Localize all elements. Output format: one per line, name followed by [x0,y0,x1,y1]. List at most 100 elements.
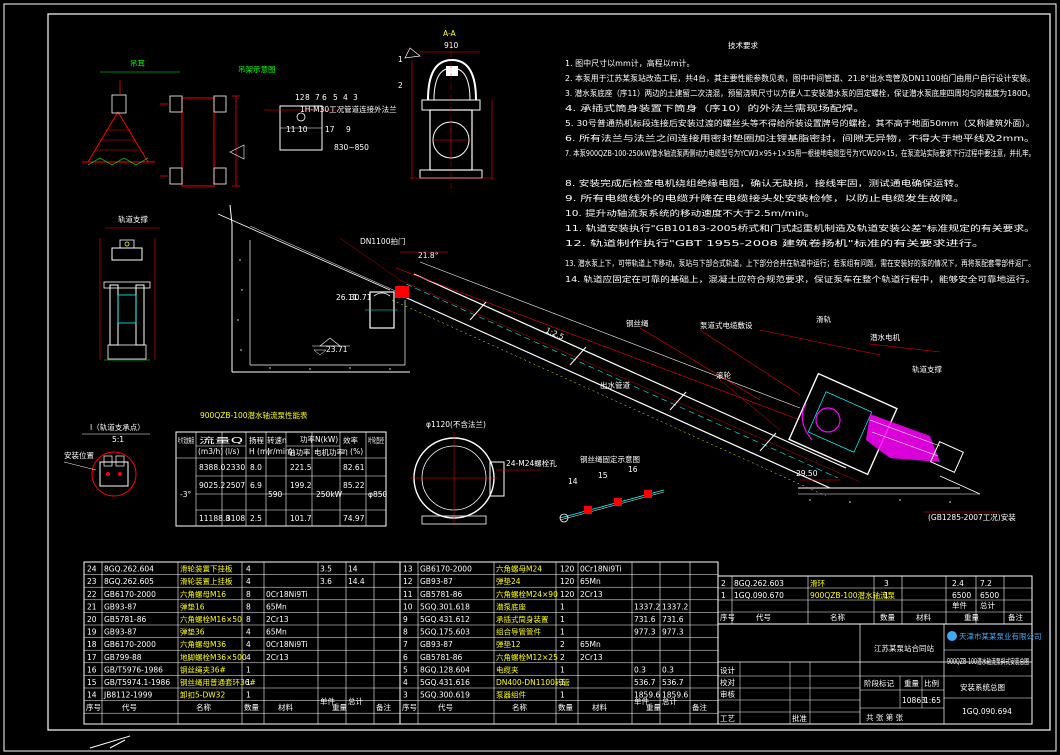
bom-material: 65Mn [266,628,287,637]
svg-text:74.97: 74.97 [343,514,365,523]
svg-text:6. 所有法兰与法兰之间连接用密封垫圈加注锂基脂密封，间隙无: 6. 所有法兰与法兰之间连接用密封垫圈加注锂基脂密封，间隙无异物，不得大于地平线… [565,133,1035,143]
bom-qty: 2 [560,653,565,662]
svg-text:叶轮直径: 叶轮直径 [368,435,384,445]
bom-code: GB5781-86 [104,615,147,624]
annot-install: (GB1285-2007工况)安装 [928,512,1016,522]
svg-text:4. 承插式筒身装置下筒身（序10）的外法兰需现场配焊。: 4. 承插式筒身装置下筒身（序10）的外法兰需现场配焊。 [565,103,865,113]
svg-text:批准: 批准 [792,713,807,723]
bom-qty: 8 [246,615,251,624]
bom-header-single: 单件 [320,696,335,706]
bom-material: 65Mn [580,640,601,649]
bom-name: 地脚螺栓M36×500 [180,652,247,662]
bom-no: 23 [87,577,97,586]
drawing-scale: 1:65 [924,696,941,705]
bom-no: 16 [87,665,97,674]
bom-weight-total: 1859.6 [662,691,688,700]
bom-no: 11 [403,590,413,599]
bom-header-material: 材料 [278,702,293,712]
svg-text:13. 潜水泵上下，可带轨道上下移动，泵站与下部合式轨道，上: 13. 潜水泵上下，可带轨道上下移动，泵站与下部合式轨道，上下部分合并在轨道中运… [565,258,1035,268]
bom-qty: 1 [560,691,565,700]
svg-text:11: 11 [286,125,296,134]
detail-rail-section: 轨道支撑 [99,214,160,361]
bom-name: 六角螺母M24 [496,564,542,574]
bom-qty: 8 [246,602,251,611]
svg-text:910: 910 [444,41,459,50]
bom-weight-total: 7.2 [980,579,992,588]
svg-text:1. 图中尺寸以mm计，高程以m计。: 1. 图中尺寸以mm计，高程以m计。 [565,58,695,68]
svg-text:H (m): H (m) [249,447,270,456]
bom-weight-single: 3.6 [320,577,332,586]
svg-text:1: 1 [398,55,403,64]
svg-text:15: 15 [598,471,608,480]
bom-material: 0Cr18Ni9Ti [266,640,308,649]
flange-detail-view: φ1120(不含法兰) 24-M24螺栓孔 [410,419,557,525]
bom-qty: 1 [560,665,565,674]
svg-text:6: 6 [322,93,327,102]
svg-text:轴功率: 轴功率 [288,447,311,457]
svg-text:φ850: φ850 [368,490,387,499]
svg-text:7. 本泵900QZB-100-250kW潜水轴流泵两侧动力: 7. 本泵900QZB-100-250kW潜水轴流泵两侧动力电缆型号为YCW3×… [565,148,1035,158]
svg-text:11188.8: 11188.8 [199,514,230,523]
bom-no: 19 [87,628,97,637]
bom-qty: 1 [246,691,251,700]
bom-qty: 1 [560,628,565,637]
bom-header-material: 材料 [916,612,931,622]
detail-hopper-view: 吊耳 [82,59,180,166]
bom-weight-single: 977.3 [634,628,656,637]
svg-text:8. 安装完成后检查电机绕组绝缘电阻，确认无缺损，接线牢固，: 8. 安装完成后检查电机绕组绝缘电阻，确认无缺损，接线牢固，测试通电确保运转。 [565,178,965,188]
annot-rope: 钢丝绳 [626,318,649,328]
bom-qty: 1 [560,678,565,687]
bom-header-total: 总计 [662,696,677,706]
svg-text:17: 17 [325,125,335,134]
bom-weight-total: 1337.2 [662,602,688,611]
svg-text:14: 14 [568,477,578,486]
main-installation-view: 26.11 23.71 1:2.5 21.8° 30.71 [217,204,1016,522]
bom-header-remark: 备注 [376,702,391,712]
svg-text:8.0: 8.0 [250,463,262,472]
bom-no: 10 [403,602,413,611]
bom-code: GB93-87 [104,628,137,637]
bom-material: 2Cr13 [266,615,289,624]
bom-qty: 120 [560,565,575,574]
bom-weight-single: 0.3 [634,665,646,674]
bom-header-name: 名称 [830,612,845,622]
bom-qty: 2 [560,640,565,649]
bom-name: 泵器组件 [496,690,526,700]
svg-text:16: 16 [628,465,638,474]
svg-text:2330: 2330 [226,463,245,472]
svg-text:23.71: 23.71 [326,345,348,354]
title-block: 江苏某泵站合同站 天津市某某泵业有限公司 900QZB-100潜水轴流泵斜式安装… [717,623,1042,725]
svg-text:审核: 审核 [720,689,735,699]
svg-text:2. 本泵用于江苏某泵站改造工程，共4台，其主要性能参数见表: 2. 本泵用于江苏某泵站改造工程，共4台，其主要性能参数见表，图中中间管道、21… [565,73,1035,83]
bom-code: GB5781-86 [420,590,463,599]
company-name: 天津市某某泵业有限公司 [959,631,1042,641]
bom-weight-total: 536.7 [662,678,684,687]
company-logo-icon [947,631,957,641]
bom-name: 钢丝绳夹36# [180,664,226,674]
bom-name: 六角螺母M16 [180,589,226,599]
bom-header-code: 代号 [756,612,771,622]
bom-name: 滑轮装置下挂板 [180,564,233,574]
bom-header-weight: 重量 [332,703,347,712]
bom-no: 15 [87,678,97,687]
detail-top-section: 12 8 7 6 5 4 3 11 10 17 9 1H-M30工况管道连接外法… [229,93,397,160]
bom-code: GB5781-86 [420,653,463,662]
bom-weight-total: 14 [348,565,358,574]
annot-flange: 1H-M30工况管道连接外法兰 [300,104,397,114]
svg-text:14. 轨道应固定在可靠的基础上，混凝土应符合规范要求，保证: 14. 轨道应固定在可靠的基础上，混凝土应符合规范要求，保证泵车在整个轨道行程中… [565,274,1035,284]
bom-header-remark: 备注 [1008,612,1023,622]
bom-code: 1GQ.090.670 [734,591,784,600]
svg-text:效率: 效率 [343,435,358,445]
bom-qty: 120 [560,590,575,599]
bom-name: 六角螺栓M12×25 [496,652,558,662]
bom-weight-single: 536.7 [634,678,656,687]
svg-text:3108: 3108 [226,514,245,523]
svg-text:转速n: 转速n [267,435,287,445]
bom-qty: 4 [246,577,251,586]
bom-header-code: 代号 [122,702,137,712]
bom-code: GB93-87 [104,602,137,611]
bom-header-weight: 重量 [964,613,979,622]
bom-weight-single: 1337.2 [634,602,660,611]
